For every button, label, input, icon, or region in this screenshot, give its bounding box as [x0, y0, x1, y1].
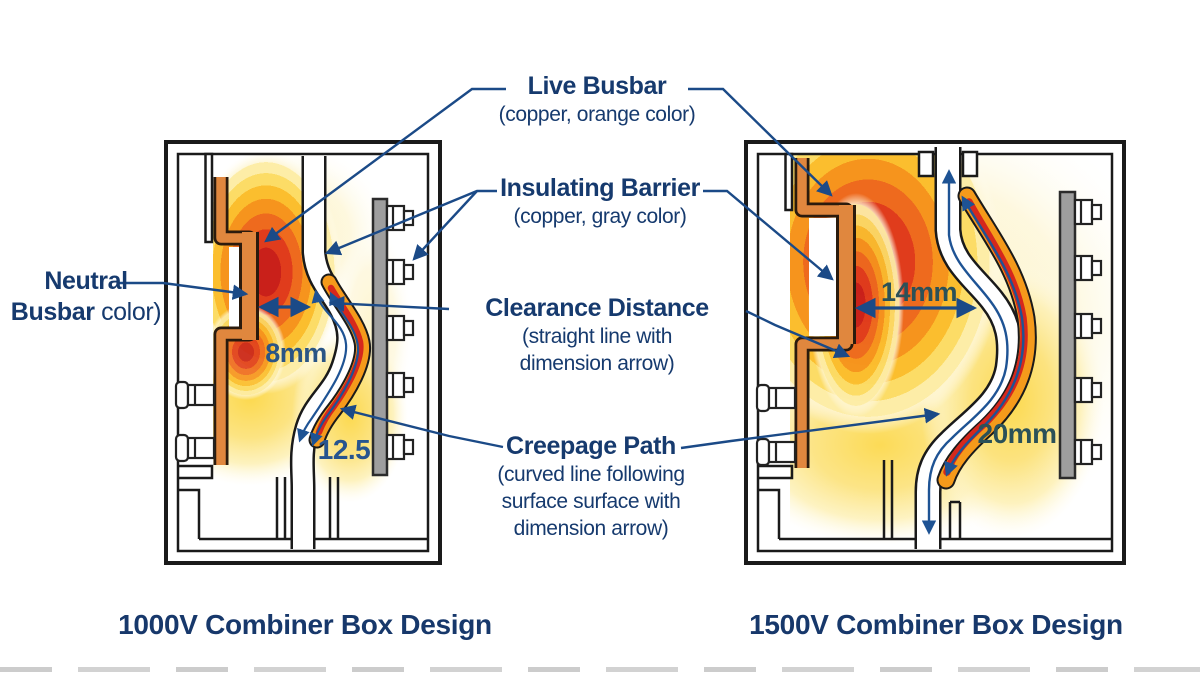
callout-creepage-subtitle-2: surface surface with: [501, 490, 681, 513]
callout-insulating-barrier-title: Insulating Barrier: [500, 174, 700, 202]
right-mounting-rail: [1058, 190, 1077, 480]
callout-live-busbar: Live Busbar (copper, orange color): [499, 72, 696, 128]
right-terminal-bolt: [755, 383, 797, 413]
callout-creepage-title: Creepage Path: [506, 432, 676, 460]
left-terminal-bolt: [174, 380, 216, 410]
left-clearance-value: 8mm: [265, 338, 327, 368]
left-hat-cavity: [229, 247, 239, 329]
left-mounting-rail: [371, 197, 389, 477]
leader-creepage-right: [680, 407, 941, 450]
callout-neutral-line2-strong: Busbar: [10, 298, 95, 326]
left-clearance-dimension: 8mm: [257, 296, 327, 368]
callout-neutral-line1: Neutral: [44, 267, 128, 295]
callout-creepage-subtitle-1: (curved line following: [497, 463, 685, 486]
callout-insulating-barrier-subtitle: (copper, gray color): [513, 205, 687, 228]
leader-insulating-barrier-right: [703, 189, 834, 281]
right-clearance-value: 14mm: [881, 277, 957, 307]
leader-neutral-busbar: [119, 281, 249, 300]
leader-live-busbar-right: [688, 87, 833, 197]
callout-insulating-barrier: Insulating Barrier (copper, gray color): [500, 174, 700, 230]
callout-live-busbar-title: Live Busbar: [527, 72, 667, 100]
left-combiner-box: 8mm 12.5: [164, 140, 442, 565]
right-terminal-bolt: [755, 437, 797, 467]
cropped-text-remnant: [0, 667, 1200, 672]
callout-clearance-subtitle-2: dimension arrow): [519, 352, 675, 375]
left-terminal-bolt: [174, 433, 216, 463]
right-hat-cavity: [809, 218, 836, 336]
leader-live-busbar-left: [264, 87, 506, 243]
left-creepage-arrows: [297, 289, 360, 447]
right-white-mask: [759, 155, 790, 545]
callout-leaders: [119, 87, 941, 450]
callout-creepage-subtitle-3: dimension arrow): [513, 517, 669, 540]
callout-clearance-distance: Clearance Distance (straight line with d…: [485, 294, 709, 377]
callout-creepage-path: Creepage Path (curved line following sur…: [497, 432, 685, 542]
right-combiner-box: 14mm 20mm: [744, 140, 1126, 565]
callout-neutral-line2: Busbar color): [10, 297, 162, 328]
left-creepage-value: 12.5: [318, 434, 371, 465]
callout-live-busbar-subtitle: (copper, orange color): [498, 103, 696, 126]
left-box-title: 1000V Combiner Box Design: [118, 609, 492, 640]
callout-clearance-subtitle-1: (straight line with: [522, 325, 672, 348]
right-box-title: 1500V Combiner Box Design: [749, 609, 1123, 640]
leader-creepage-left: [339, 404, 504, 449]
callout-neutral-line2-rest: color): [101, 298, 162, 326]
leader-insulating-barrier-left-b: [412, 190, 478, 261]
right-creepage-arrows: [921, 169, 1025, 535]
right-creepage-value: 20mm: [978, 418, 1057, 449]
right-live-busbar: [794, 158, 856, 468]
leader-clearance-right: [745, 309, 851, 358]
left-live-busbar: [213, 177, 259, 465]
callout-clearance-title: Clearance Distance: [485, 294, 709, 322]
right-clearance-dimension: 14mm: [854, 277, 978, 319]
callout-neutral-busbar: Neutral Busbar color): [10, 266, 162, 328]
leader-clearance-left: [328, 295, 450, 312]
